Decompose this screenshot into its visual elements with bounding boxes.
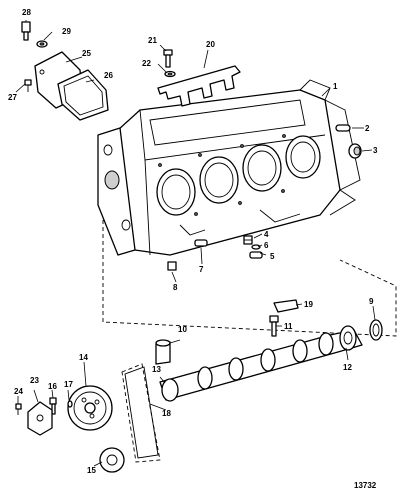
- camshaft-sprocket: [67, 385, 113, 431]
- callout-23: 23: [30, 376, 39, 385]
- callout-1: 1: [333, 82, 338, 91]
- callout-17: 17: [64, 380, 73, 389]
- timing-chain: [121, 363, 161, 463]
- retainer-bolt: [163, 49, 173, 68]
- callout-10: 10: [178, 325, 187, 334]
- sprocket-washer: [67, 400, 73, 408]
- expansion-plug: [348, 143, 362, 159]
- callout-8: 8: [173, 283, 178, 292]
- drain-cock: [249, 251, 263, 259]
- oil-gallery-plug: [194, 239, 208, 247]
- figure-number: 13732: [354, 481, 377, 490]
- camshaft-bearing: [155, 339, 171, 365]
- callout-21: 21: [148, 36, 157, 45]
- callout-4: 4: [264, 230, 269, 239]
- plug-washer: [251, 244, 261, 250]
- camshaft-bearing-ring: [369, 319, 383, 341]
- cover-screw: [24, 79, 32, 92]
- callout-15: 15: [87, 466, 96, 475]
- callout-labels: 1 2 3 4 5 6 7 8 9 10 11 12 13 14 15 16 1…: [8, 8, 378, 475]
- callout-22: 22: [142, 59, 151, 68]
- camshaft: [159, 325, 363, 402]
- callout-26: 26: [104, 71, 113, 80]
- callout-19: 19: [304, 300, 313, 309]
- thrust-plate: [273, 299, 299, 313]
- cover-gasket: [57, 69, 109, 121]
- pipe-plug: [167, 261, 177, 271]
- dowel-pin: [335, 124, 351, 132]
- plate-screw: [15, 403, 22, 415]
- callout-20: 20: [206, 40, 215, 49]
- lifter-guide-retainer: [157, 65, 241, 107]
- engine-block: [97, 79, 361, 256]
- callout-29: 29: [62, 27, 71, 36]
- leader-lines: [15, 20, 376, 467]
- fitting: [21, 21, 31, 41]
- cam-bolt: [269, 315, 279, 337]
- drain-plug: [243, 235, 253, 245]
- callout-7: 7: [199, 265, 204, 274]
- group-outline: [102, 192, 397, 337]
- callout-16: 16: [48, 382, 57, 391]
- callout-25: 25: [82, 49, 91, 58]
- callout-5: 5: [270, 252, 275, 261]
- callout-9: 9: [369, 297, 374, 306]
- sprocket-plate: [27, 401, 53, 436]
- callout-2: 2: [365, 124, 370, 133]
- crankshaft-sprocket: [99, 447, 125, 473]
- callout-18: 18: [162, 409, 171, 418]
- bolt-washer: [164, 70, 176, 78]
- callout-12: 12: [343, 363, 352, 372]
- callout-13: 13: [152, 365, 161, 374]
- callout-14: 14: [79, 353, 88, 362]
- callout-24: 24: [14, 387, 23, 396]
- callout-3: 3: [373, 146, 378, 155]
- callout-28: 28: [22, 8, 31, 17]
- callout-6: 6: [264, 241, 269, 250]
- callout-27: 27: [8, 93, 17, 102]
- fitting-seal: [36, 40, 48, 48]
- callout-11: 11: [284, 322, 293, 331]
